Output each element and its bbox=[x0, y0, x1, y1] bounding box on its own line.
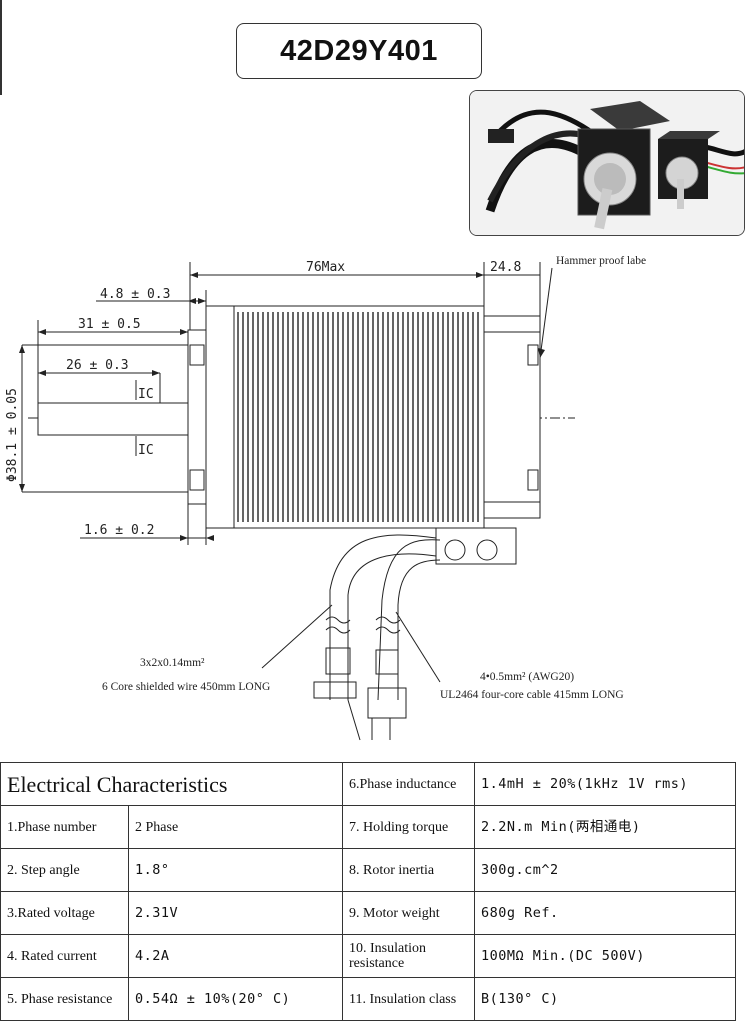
spec-label: 10. Insulation resistance bbox=[342, 934, 475, 978]
spec-label: 8. Rotor inertia bbox=[342, 848, 475, 892]
spec-value: 1.4mH ± 20%(1kHz 1V rms) bbox=[474, 762, 736, 806]
page-border-line bbox=[0, 0, 2, 95]
dim-flange-thickness: 1.6 ± 0.2 bbox=[84, 523, 154, 538]
spec-label: 7. Holding torque bbox=[342, 805, 475, 849]
wire2-spec: 4•0.5mm² (AWG20) bbox=[480, 671, 574, 683]
spec-value: 2.2N.m Min(两相通电) bbox=[474, 805, 736, 849]
table-row: 2. Step angle 1.8° 8. Rotor inertia 300g… bbox=[0, 848, 736, 892]
motor-dimension-svg: 76Max 24.8 4.8 ± 0.3 31 ± 0.5 26 ± 0.3 I… bbox=[5, 255, 646, 741]
dim-boss-thickness: 4.8 ± 0.3 bbox=[100, 287, 170, 302]
wire1-spec: 3x2x0.14mm² bbox=[140, 657, 205, 669]
spec-value: 0.54Ω ± 10%(20° C) bbox=[128, 977, 343, 1021]
table-row: 1.Phase number 2 Phase 7. Holding torque… bbox=[0, 805, 736, 849]
table-row: 3.Rated voltage 2.31V 9. Motor weight 68… bbox=[0, 891, 736, 935]
spec-value: 1.8° bbox=[128, 848, 343, 892]
motor-photo bbox=[469, 90, 745, 236]
spec-label: 9. Motor weight bbox=[342, 891, 475, 935]
electrical-characteristics-table: Electrical Characteristics 6.Phase induc… bbox=[0, 762, 736, 1021]
spec-value: 300g.cm^2 bbox=[474, 848, 736, 892]
body-fins bbox=[237, 312, 479, 522]
dim-rear-cap: 24.8 bbox=[490, 260, 521, 275]
spec-value: 2 Phase bbox=[128, 805, 343, 849]
table-heading: Electrical Characteristics bbox=[0, 762, 343, 806]
spec-label: 5. Phase resistance bbox=[0, 977, 129, 1021]
dim-length: 76Max bbox=[306, 260, 345, 275]
spec-label: 2. Step angle bbox=[0, 848, 129, 892]
dim-shaft-length: 31 ± 0.5 bbox=[78, 317, 141, 332]
spec-label: 11. Insulation class bbox=[342, 977, 475, 1021]
wire2-description: UL2464 four-core cable 415mm LONG bbox=[440, 689, 624, 701]
dimension-arrows bbox=[19, 272, 545, 541]
dim-diameter: Φ38.1 ± 0.05 bbox=[5, 388, 20, 482]
dim-shaft-flat-length: 26 ± 0.3 bbox=[66, 358, 129, 373]
spec-label: 6.Phase inductance bbox=[342, 762, 475, 806]
model-title: 42D29Y401 bbox=[236, 23, 482, 79]
spec-value: 100MΩ Min.(DC 500V) bbox=[474, 934, 736, 978]
wire1-description: 6 Core shielded wire 450mm LONG bbox=[102, 681, 270, 693]
spec-label: 1.Phase number bbox=[0, 805, 129, 849]
spec-value: 680g Ref. bbox=[474, 891, 736, 935]
spec-value: 4.2A bbox=[128, 934, 343, 978]
spec-label: 3.Rated voltage bbox=[0, 891, 129, 935]
spec-value: 2.31V bbox=[128, 891, 343, 935]
motor-photo-illustration bbox=[470, 91, 744, 235]
spec-value: B(130° C) bbox=[474, 977, 736, 1021]
dim-flat-mark-top: IC bbox=[138, 387, 154, 402]
table-row: Electrical Characteristics 6.Phase induc… bbox=[0, 762, 736, 806]
table-row: 5. Phase resistance 0.54Ω ± 10%(20° C) 1… bbox=[0, 977, 736, 1021]
table-row: 4. Rated current 4.2A 10. Insulation res… bbox=[0, 934, 736, 978]
dim-flat-mark-bottom: IC bbox=[138, 443, 154, 458]
spec-label: 4. Rated current bbox=[0, 934, 129, 978]
hammer-proof-label: Hammer proof labe bbox=[556, 255, 646, 267]
dimension-drawing: 76Max 24.8 4.8 ± 0.3 31 ± 0.5 26 ± 0.3 I… bbox=[0, 240, 750, 750]
